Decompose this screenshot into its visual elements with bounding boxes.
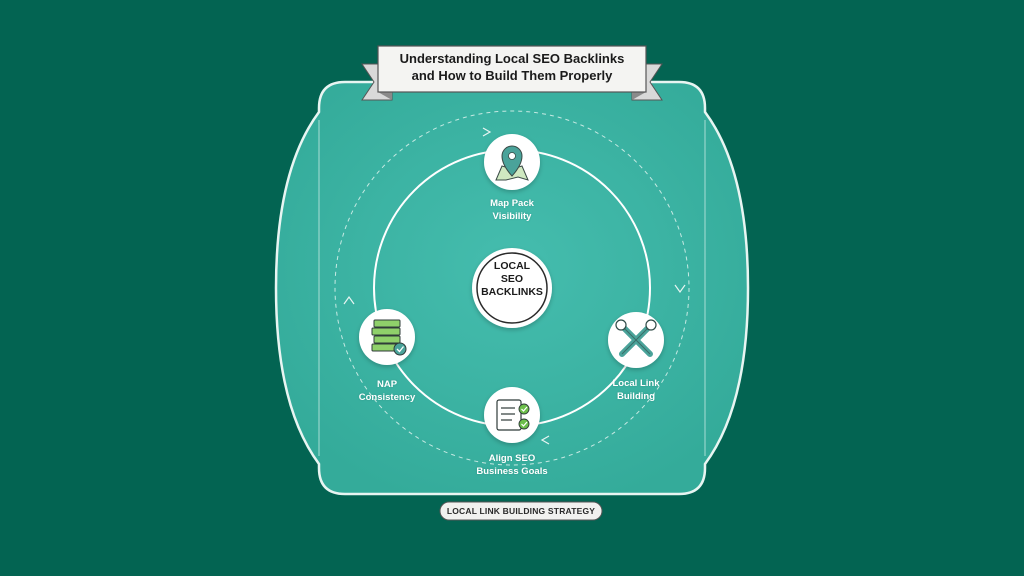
node-map-pack-line-1: Map Pack	[490, 198, 534, 209]
orbit-arrow-bottom	[540, 435, 550, 445]
center-hub-ring	[476, 252, 548, 324]
footer-label: LOCAL LINK BUILDING STRATEGY	[446, 506, 596, 516]
title-banner	[361, 45, 663, 101]
node-map-pack-label: Map Pack Visibility	[457, 197, 567, 223]
node-align-seo-line-1: Align SEO	[488, 453, 536, 464]
node-align-seo-label: Align SEO Business Goals	[457, 452, 567, 478]
title-line-1: Understanding Local SEO Backlinks	[399, 51, 625, 66]
panel-inner-frame	[318, 120, 706, 456]
node-align-seo	[484, 387, 540, 443]
title-line-2: and How to Build Them Properly	[411, 68, 613, 83]
orbit-arrow-right	[674, 284, 686, 294]
node-nap	[359, 309, 415, 365]
ribbon-left-fold	[378, 92, 392, 100]
checklist-icon	[496, 399, 530, 431]
orbit-arrow-top	[482, 127, 492, 137]
stacked-books-icon	[371, 319, 407, 356]
node-map-pack	[484, 134, 540, 190]
outer-dashed-ring	[334, 110, 690, 466]
node-map-pack-line-2: Visibility	[492, 211, 532, 222]
center-label: LOCAL SEO BACKLINKS	[464, 260, 560, 299]
wrench-screwdriver-icon	[615, 319, 657, 357]
map-pin-icon	[495, 145, 529, 181]
node-local-link-label: Local Link Building	[581, 377, 691, 403]
node-align-seo-line-2: Business Goals	[476, 466, 548, 477]
ribbon-body	[377, 45, 647, 93]
footer-pill	[439, 501, 603, 521]
center-line-3: BACKLINKS	[481, 286, 543, 298]
center-line-1: LOCAL	[493, 260, 531, 272]
orbit-arrow-left	[343, 295, 355, 305]
node-nap-label: NAP Consistency	[332, 378, 442, 404]
node-local-link-line-1: Local Link	[612, 378, 660, 389]
node-nap-line-1: NAP	[376, 379, 398, 390]
center-hub	[472, 248, 552, 328]
page-title: Understanding Local SEO Backlinks and Ho…	[384, 50, 640, 84]
ribbon-right-fold	[632, 92, 646, 100]
node-local-link-line-2: Building	[617, 391, 655, 402]
center-line-2: SEO	[500, 273, 524, 285]
node-nap-line-2: Consistency	[358, 392, 416, 403]
node-local-link	[608, 312, 664, 368]
